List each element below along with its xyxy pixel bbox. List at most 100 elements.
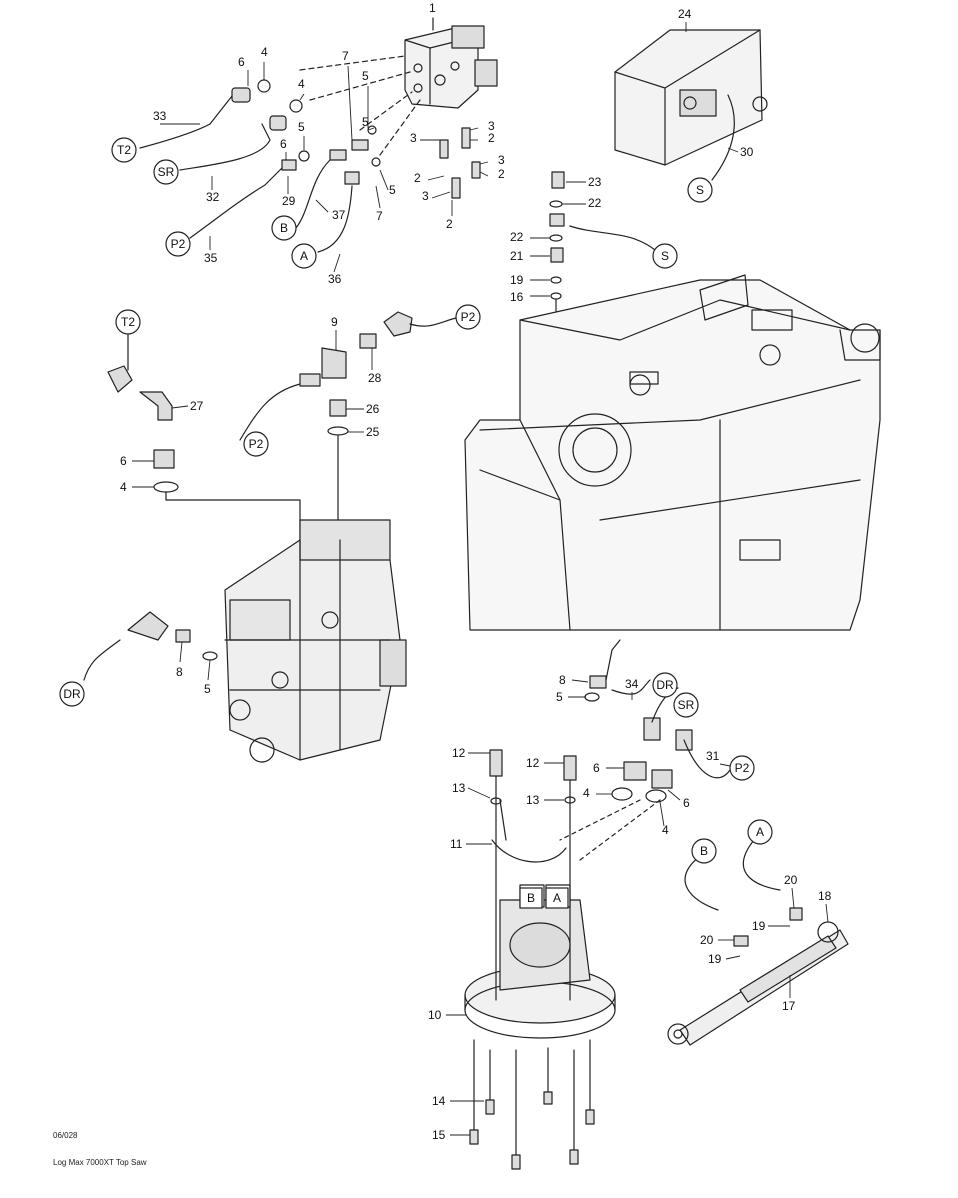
saw-motor-part-10 (464, 749, 616, 1039)
part-label-5: 5 (204, 682, 211, 696)
part-label-6: 6 (593, 761, 600, 775)
part-label-5: 5 (556, 690, 563, 704)
part-label-22: 22 (588, 196, 602, 210)
part-label-35: 35 (204, 251, 218, 265)
part-label-25: 25 (366, 425, 380, 439)
part-label-5: 5 (362, 69, 369, 83)
part-label-5: 5 (298, 120, 305, 134)
part-label-9: 9 (331, 315, 338, 329)
part-label-18: 18 (818, 889, 832, 903)
part-label-4: 4 (583, 786, 590, 800)
diagram-code: 06/028 (53, 1131, 78, 1140)
part-label-5: 5 (362, 115, 369, 129)
part-label-34: 34 (625, 677, 639, 691)
part-label-2: 2 (414, 171, 421, 185)
connection-circle-SR (673, 692, 699, 718)
part-label-4: 4 (298, 77, 305, 91)
port-label-B: B (527, 891, 535, 905)
part-label-5: 5 (389, 183, 396, 197)
part-label-27: 27 (190, 399, 204, 413)
part-label-7: 7 (342, 49, 349, 63)
diagram-title: Log Max 7000XT Top Saw (53, 1158, 147, 1167)
connection-label-DR: DR (63, 687, 81, 701)
valve-bank (224, 519, 407, 763)
part-label-36: 36 (328, 272, 342, 286)
part-label-3: 3 (410, 131, 417, 145)
part-label-22: 22 (510, 230, 524, 244)
part-label-14: 14 (432, 1094, 446, 1108)
fittings-middle (107, 311, 457, 561)
part-label-20: 20 (784, 873, 798, 887)
connection-label-P2: P2 (249, 437, 264, 451)
hose-P2-left (239, 383, 301, 441)
connection-circle-S (687, 177, 713, 203)
connection-label-P2: P2 (735, 761, 750, 775)
part-label-23: 23 (588, 175, 602, 189)
part-label-6: 6 (120, 454, 127, 468)
connection-circle-P2 (165, 231, 191, 257)
part-label-11: 11 (450, 837, 463, 851)
connection-label-S: S (661, 249, 669, 263)
hose-B-lower (684, 855, 719, 911)
part-label-8: 8 (559, 673, 566, 687)
part-label-2: 2 (498, 167, 505, 181)
connection-circle-T2 (115, 309, 141, 335)
part-label-20: 20 (700, 933, 714, 947)
hose-to-S (569, 225, 656, 251)
part-label-6: 6 (280, 137, 287, 151)
connection-label-SR: SR (158, 165, 175, 179)
hose-A-lower (742, 839, 781, 891)
part-label-17: 17 (782, 999, 796, 1013)
part-label-12: 12 (526, 756, 540, 770)
part-label-2: 2 (488, 131, 495, 145)
part-label-3: 3 (488, 119, 495, 133)
part-label-30: 30 (740, 145, 754, 159)
part-label-7: 7 (376, 209, 383, 223)
fitting-group-top (231, 79, 481, 199)
connection-circle-B (271, 215, 297, 241)
connection-circle-SR (153, 159, 179, 185)
hose-DR-left (83, 639, 121, 681)
hose-30 (711, 94, 735, 181)
connection-label-P2: P2 (171, 237, 186, 251)
part-label-33: 33 (153, 109, 167, 123)
fittings-lower (584, 639, 693, 803)
part-label-19: 19 (510, 273, 524, 287)
connection-circle-A (747, 819, 773, 845)
part-label-3: 3 (422, 189, 429, 203)
port-box-B (519, 887, 543, 909)
part-label-10: 10 (428, 1008, 442, 1022)
saw-frame (464, 274, 881, 631)
part-label-6: 6 (238, 55, 245, 69)
part-label-29: 29 (282, 194, 296, 208)
part-label-12: 12 (452, 746, 466, 760)
tank-part-24 (614, 29, 768, 166)
part-label-13: 13 (526, 793, 540, 807)
part-label-3: 3 (498, 153, 505, 167)
connection-label-T2: T2 (117, 143, 131, 157)
connection-circle-DR (652, 672, 678, 698)
part-label-1: 1 (429, 1, 436, 15)
connection-circle-P2 (455, 304, 481, 330)
port-label-A: A (553, 891, 561, 905)
part-label-6: 6 (683, 796, 690, 810)
connection-circle-P2 (243, 431, 269, 457)
part-label-8: 8 (176, 665, 183, 679)
part-label-28: 28 (368, 371, 382, 385)
hose-31 (683, 739, 731, 779)
connection-label-T2: T2 (121, 315, 135, 329)
hose-36 (317, 185, 353, 253)
connection-label-S: S (696, 183, 704, 197)
part-label-13: 13 (452, 781, 466, 795)
part-label-37: 37 (332, 208, 346, 222)
part-label-19: 19 (708, 952, 722, 966)
valve-block-part-1 (404, 25, 498, 109)
part-label-16: 16 (510, 290, 524, 304)
hose-34 (611, 679, 651, 695)
hose-32 (179, 123, 271, 171)
hose-37 (295, 159, 331, 229)
part-label-4: 4 (662, 823, 669, 837)
connection-label-A: A (756, 825, 764, 839)
hose-33 (139, 95, 233, 149)
